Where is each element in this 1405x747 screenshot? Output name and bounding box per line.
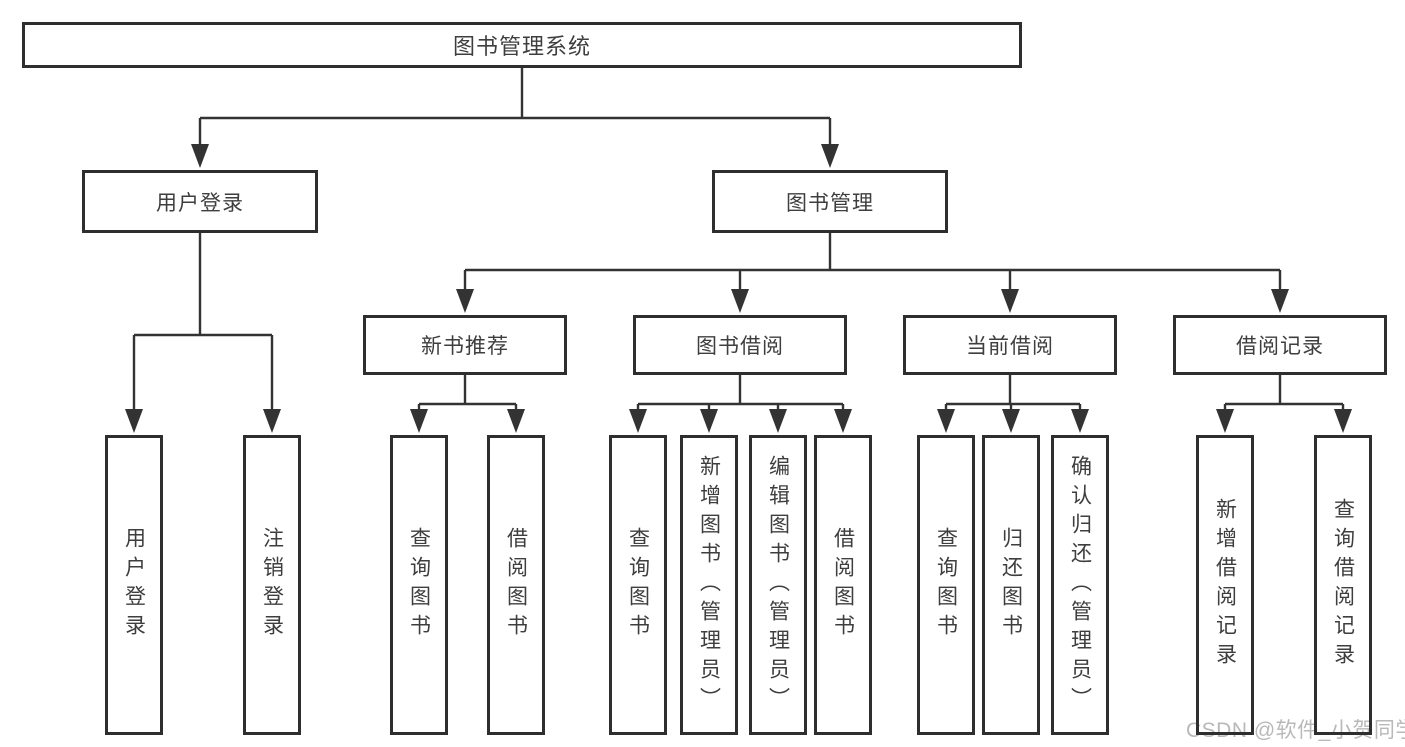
leaf-query-borrow-record-label: 查询借阅记录 [1331, 498, 1355, 672]
leaf-confirm-return-admin: 确认归还（管理员） [1051, 435, 1109, 735]
leaf-logout-label: 注销登录 [260, 527, 284, 643]
node-user-login: 用户登录 [82, 170, 318, 233]
leaf-user-login-label: 用户登录 [122, 527, 146, 643]
node-book-management: 图书管理 [712, 170, 948, 233]
node-book-management-label: 图书管理 [786, 191, 874, 215]
leaf-edit-book-admin: 编辑图书（管理员） [749, 435, 807, 735]
leaf-borrow-books-newrec: 借阅图书 [487, 435, 545, 735]
node-book-borrow-label: 图书借阅 [696, 335, 784, 358]
leaf-logout: 注销登录 [243, 435, 301, 735]
leaf-query-books-borrow-label: 查询图书 [626, 527, 650, 643]
leaf-query-books-newrec: 查询图书 [390, 435, 448, 735]
node-borrow-records-label: 借阅记录 [1236, 335, 1324, 358]
leaf-add-borrow-record-label: 新增借阅记录 [1213, 498, 1237, 672]
node-current-borrow: 当前借阅 [903, 315, 1117, 375]
node-user-login-label: 用户登录 [156, 191, 244, 215]
leaf-confirm-return-admin-label: 确认归还（管理员） [1068, 454, 1092, 716]
leaf-add-book-admin-label: 新增图书（管理员） [697, 454, 721, 716]
node-new-book-recommend: 新书推荐 [363, 315, 567, 375]
node-current-borrow-label: 当前借阅 [966, 335, 1054, 358]
leaf-query-books-borrow: 查询图书 [609, 435, 667, 735]
node-new-book-recommend-label: 新书推荐 [421, 335, 509, 358]
leaf-borrow-books-borrow: 借阅图书 [814, 435, 872, 735]
leaf-return-books: 归还图书 [982, 435, 1040, 735]
leaf-query-books-current: 查询图书 [917, 435, 975, 735]
node-book-borrow: 图书借阅 [633, 315, 847, 375]
leaf-user-login: 用户登录 [105, 435, 163, 735]
node-borrow-records: 借阅记录 [1173, 315, 1387, 375]
leaf-borrow-books-newrec-label: 借阅图书 [504, 527, 528, 643]
leaf-query-borrow-record: 查询借阅记录 [1314, 435, 1372, 735]
leaf-add-book-admin: 新增图书（管理员） [680, 435, 738, 735]
leaf-edit-book-admin-label: 编辑图书（管理员） [766, 454, 790, 716]
leaf-return-books-label: 归还图书 [999, 527, 1023, 643]
csdn-watermark: CSDN @软件_小贺同学 [1186, 719, 1405, 742]
leaf-query-books-current-label: 查询图书 [934, 527, 958, 643]
leaf-query-books-newrec-label: 查询图书 [407, 527, 431, 643]
leaf-add-borrow-record: 新增借阅记录 [1196, 435, 1254, 735]
leaf-borrow-books-borrow-label: 借阅图书 [831, 527, 855, 643]
node-root-label: 图书管理系统 [452, 34, 591, 59]
node-root: 图书管理系统 [22, 22, 1022, 68]
